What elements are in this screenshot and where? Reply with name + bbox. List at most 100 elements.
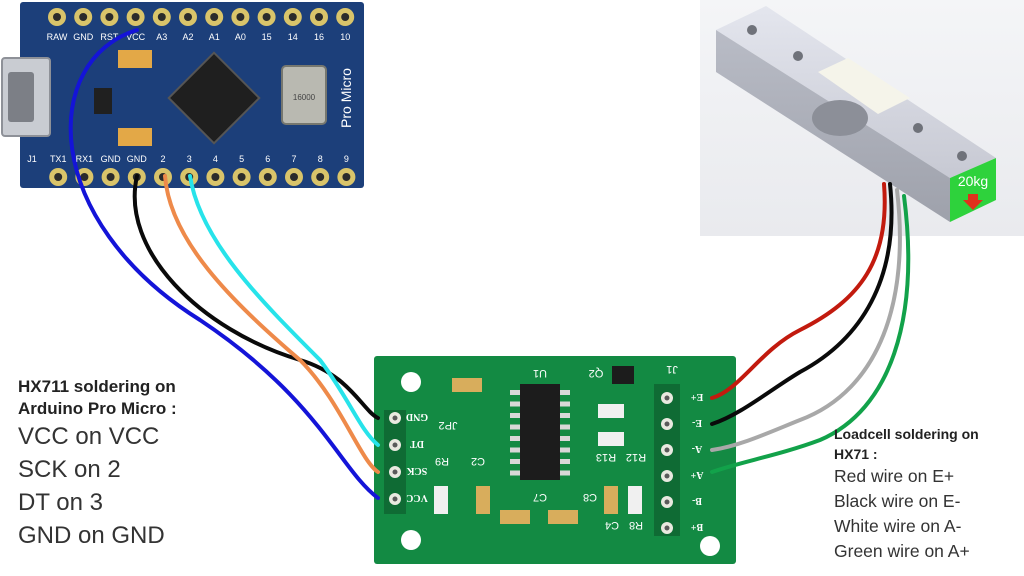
header-pin-hole — [54, 173, 63, 181]
arduino-soldering-note: HX711 soldering on Arduino Pro Micro : V… — [18, 376, 338, 552]
pin-label: GND — [73, 32, 94, 42]
wire-a-plus-green — [710, 194, 911, 474]
hx711-pin-label: A- — [692, 443, 703, 454]
chip-leg — [510, 401, 520, 407]
regulator — [94, 88, 112, 114]
crystal — [281, 65, 327, 125]
hx711-chip-label: U1 — [533, 367, 547, 379]
wires — [68, 28, 911, 500]
loadcell-screw-hole — [913, 123, 923, 133]
chip-leg — [560, 447, 570, 453]
pin-label: 9 — [344, 154, 349, 164]
pro-micro-label: Pro Micro — [338, 68, 354, 128]
loadcell-soldering-note: Loadcell soldering on HX71 : Red wire on… — [834, 424, 1024, 564]
pin-label: 14 — [288, 32, 298, 42]
loadcell-capacity-label: 20kg — [958, 173, 988, 189]
loadcell-note-line: White wire on A- — [834, 516, 962, 536]
chip-leg — [560, 401, 570, 407]
label-j1: J1 — [666, 363, 678, 375]
arduino-note-line: VCC on VCC — [18, 423, 160, 450]
pin-label: GND — [101, 154, 122, 164]
hx711-pin-label: A+ — [690, 469, 703, 480]
hx711-silkscreen-labels: J1 JP2 Q2 R9 C2 R13 R12 C7 C8 C4 R8 — [435, 363, 678, 531]
wire-e-minus-black — [710, 182, 894, 426]
hx711-pin-label: B- — [692, 495, 702, 506]
hx711-pin-label: DT — [410, 438, 424, 449]
pin-label: A3 — [156, 32, 167, 42]
pin-label: RAW — [47, 32, 68, 42]
hx711-pad-hole — [664, 447, 670, 453]
arduino-top-pins — [48, 8, 355, 26]
chip-leg — [510, 390, 520, 395]
hx711-pad-hole — [392, 469, 398, 475]
loadcell-screw-hole — [793, 51, 803, 61]
usb-port — [8, 72, 34, 122]
pin-label: 15 — [262, 32, 272, 42]
header-pin-hole — [105, 13, 114, 21]
header-pin-hole — [341, 13, 350, 21]
chip-leg — [560, 459, 570, 464]
header-pin-hole — [210, 13, 219, 21]
header-pin-hole — [237, 173, 246, 181]
hx711-pad-hole — [664, 525, 670, 531]
pin-label: VCC — [126, 32, 146, 42]
arduino-note-line: SCK on 2 — [18, 456, 121, 483]
label-r8: R8 — [629, 519, 643, 531]
header-pin-hole — [53, 13, 61, 21]
smd-component — [598, 432, 624, 446]
chip-leg — [510, 470, 520, 476]
smd-component — [434, 486, 448, 514]
header-pin-hole — [184, 13, 192, 21]
header-pin-hole — [211, 173, 220, 181]
header-pin-hole — [288, 13, 297, 21]
hx711-pad-hole — [392, 442, 398, 448]
pin-label: 6 — [265, 154, 270, 164]
header-pin-hole — [342, 173, 351, 181]
chip-leg — [560, 390, 570, 395]
label-c7: C7 — [533, 491, 547, 503]
capacitor-a — [118, 50, 152, 68]
smd-component — [628, 486, 642, 514]
loadcell-screw-hole — [747, 25, 757, 35]
loadcell-note-title-line1: Loadcell soldering on — [834, 426, 979, 442]
smd-component — [500, 510, 530, 524]
wire-vcc-blue — [68, 28, 380, 500]
chip-leg — [510, 424, 520, 430]
hx711-pad-hole — [664, 421, 670, 427]
label-jp2: JP2 — [439, 419, 458, 431]
hx711-chip — [520, 384, 560, 480]
hx711-pin-label: B+ — [691, 521, 704, 532]
hx711-left-header — [384, 410, 406, 514]
hx711-pin-label: VCC — [406, 492, 428, 503]
hx711-pad-hole — [392, 496, 398, 502]
arduino-note-line: GND on GND — [18, 522, 165, 549]
label-c8: C8 — [583, 491, 597, 503]
wire-dt-cyan — [188, 174, 380, 447]
hx711-pad-hole — [392, 415, 398, 421]
crystal-label: 16000 — [293, 93, 316, 102]
hx711-pad-hole — [664, 499, 670, 505]
chip-leg — [510, 436, 520, 441]
label-r9: R9 — [435, 455, 449, 467]
transistor — [612, 366, 634, 384]
pin-label: 8 — [318, 154, 323, 164]
pin-label: 3 — [187, 154, 192, 164]
mounting-hole — [401, 372, 421, 392]
label-q2: Q2 — [589, 367, 604, 379]
hx711-pin-label: E- — [692, 417, 702, 428]
pin-label: A1 — [209, 32, 220, 42]
loadcell-end-face — [950, 158, 996, 222]
smd-component — [476, 486, 490, 514]
hx711-board: U1 J1 JP2 Q2 R9 C2 R13 R12 C7 C8 C4 R8 G… — [374, 356, 736, 564]
pin-label: GND — [127, 154, 148, 164]
header-pin-hole — [131, 13, 140, 21]
mounting-hole — [401, 530, 421, 550]
chip-leg — [560, 413, 570, 418]
header-pin-hole — [79, 13, 88, 21]
chip-leg — [560, 470, 570, 476]
smd-component — [604, 486, 618, 514]
